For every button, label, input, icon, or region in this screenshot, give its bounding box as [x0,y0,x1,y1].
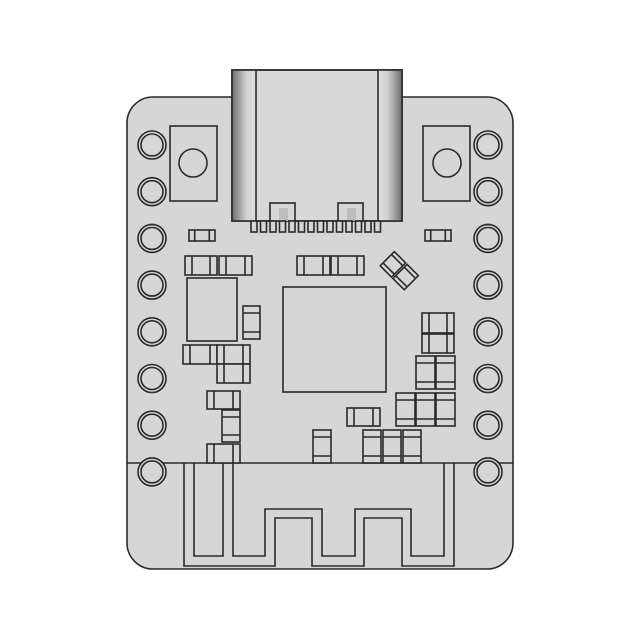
usb-pin [288,220,296,233]
usb-pin [307,220,315,233]
right-header-pin [473,457,503,487]
usb-pin [326,220,334,233]
diagonal-component-pair [379,250,420,291]
right-header-pin [473,176,503,207]
usb-pin [354,220,363,233]
smd-component [362,429,382,464]
smd-component [312,429,332,464]
usb-c-connector [231,69,403,233]
usb-pin [259,220,268,233]
usb-pin [373,220,382,233]
smd-component [424,229,452,242]
smd-component [346,407,381,427]
smd-component [221,409,241,443]
left-header-pin [137,223,167,254]
smd-component [296,255,331,276]
usb-pin [278,220,287,233]
left-header-pin [137,270,167,300]
right-header-pin [473,130,503,160]
right-header-pin [473,410,503,441]
left-header-pin [137,316,167,347]
usb-pin [297,220,306,233]
smd-component [395,392,416,427]
antenna-trace [183,463,455,567]
mcu-chip [282,286,387,393]
smd-components [182,229,456,464]
smd-component [415,355,436,390]
left-header-pin [137,410,167,441]
smd-component [216,363,251,384]
smd-component [330,255,365,276]
regulator-ic [186,277,238,342]
right-header-pin [473,316,503,347]
header-pins [137,130,503,487]
usb-pin [269,220,277,233]
smd-component [435,392,456,427]
smd-component [415,392,436,427]
right-header-pin [473,223,503,254]
smd-component [402,429,422,464]
right-header-pin [473,363,503,394]
left-header-pin [137,363,167,394]
smd-component [421,333,455,354]
smd-component [216,344,251,365]
smd-component [435,355,456,390]
smd-component [184,255,218,276]
usb-pin [316,220,325,233]
button-left [169,125,218,202]
smd-component [182,344,218,365]
right-header-pin [473,270,503,300]
usb-pin [335,220,344,233]
smd-component [206,390,241,410]
left-header-pin [137,457,167,487]
left-header-pin [137,130,167,160]
smd-component [421,312,455,334]
smd-component [218,255,253,276]
usb-pin [345,220,353,233]
smd-component [206,443,241,464]
left-header-pin [137,176,167,207]
smd-component [242,305,261,340]
button-right [422,125,471,202]
smd-component [188,229,216,242]
usb-pin [250,220,258,233]
smd-component [382,429,402,464]
usb-pin [364,220,372,233]
